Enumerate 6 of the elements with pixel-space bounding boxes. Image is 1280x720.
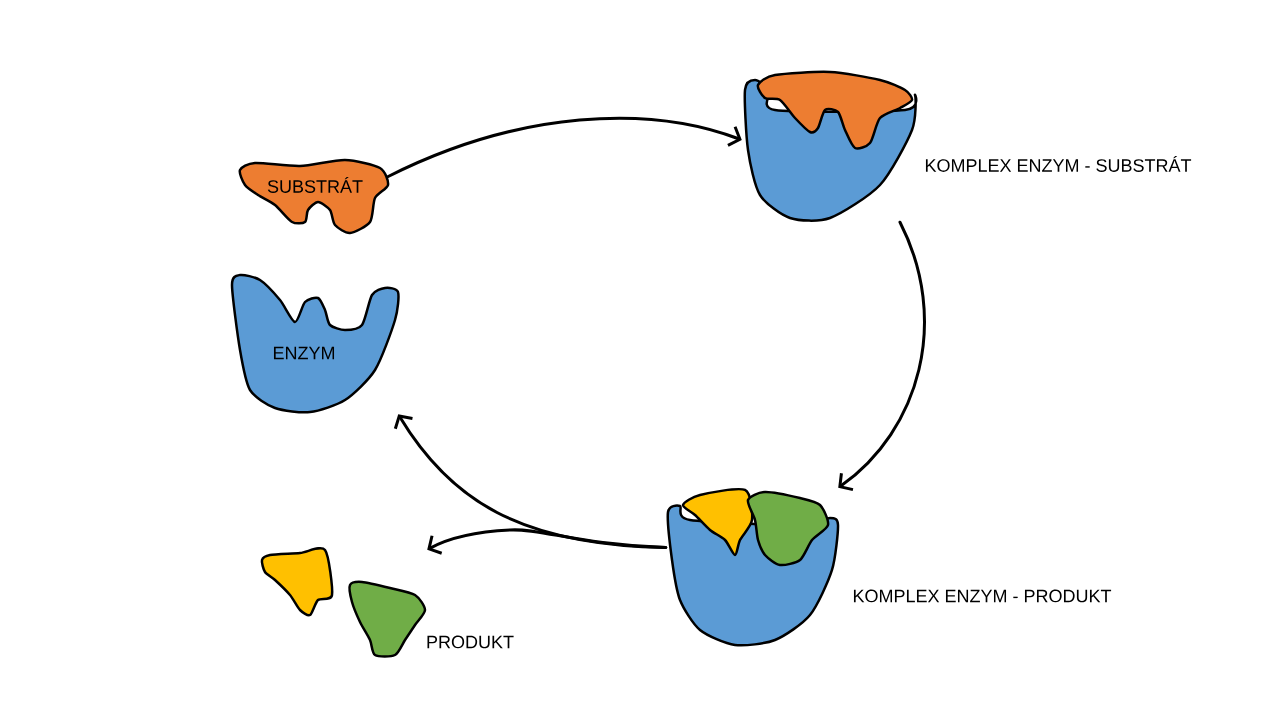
node-label: KOMPLEX ENZYM - SUBSTRÁT — [925, 156, 1192, 172]
arrow — [838, 220, 926, 492]
node-label: KOMPLEX ENZYM - PRODUKT — [853, 589, 1112, 603]
arrow — [427, 528, 668, 555]
node-label: PRODUKT — [427, 635, 514, 649]
arrow — [386, 116, 742, 178]
